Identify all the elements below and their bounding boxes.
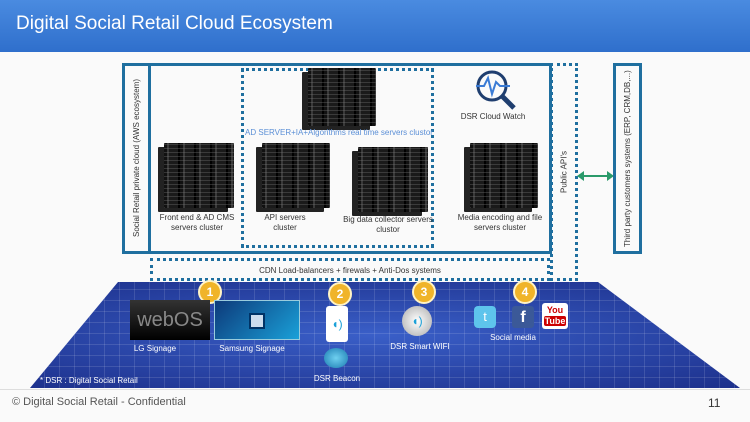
bidirectional-arrow-icon [577,171,614,181]
twitter-icon: t [474,306,496,328]
badge-3: 3 [412,280,436,304]
page-number: 11 [708,396,721,410]
badge-2: 2 [328,282,352,306]
cdn-box: CDN Load-balancers + firewals + Anti-Dos… [150,258,550,281]
slide-title: Digital Social Retail Cloud Ecosystem [16,13,333,34]
beacon-icon [324,348,348,368]
smart-wifi-icon: ◖) [402,306,432,336]
world-map-grid [30,282,740,388]
cloud-watch-icon [476,70,516,110]
api-label: API servers cluster [264,213,306,232]
samsung-signage-label: Samsung Signage [219,344,285,353]
big-data-rack [358,147,428,212]
badge-4: 4 [513,280,537,304]
footer-confidential: © Digital Social Retail - Confidential [12,396,186,408]
smart-wifi-label: DSR Smart WIFI [390,342,450,351]
cdn-label: CDN Load-balancers + firewals + Anti-Dos… [259,266,441,275]
public-apis-box: Public API's [550,63,578,281]
front-end-label: Front end & AD CMS servers cluster [159,213,235,232]
beacon-phone-icon: ◖) [326,306,348,342]
social-media-label: Social media [490,333,536,342]
ad-server-rack [308,68,376,126]
dsr-footnote: * DSR : Digital Social Retail [40,376,138,385]
media-label: Media encoding and file servers cluster [457,213,543,232]
beacon-label: DSR Beacon [313,374,361,383]
private-cloud-label: Social Retail private cloud (AWS ecosyst… [132,79,141,238]
media-rack [470,143,538,208]
ad-server-label: AD SERVER+IA+Algorithms real time server… [245,128,433,137]
lg-signage-label: LG Signage [133,344,177,353]
third-party-label: Third party customers systems (ERP, CRM,… [623,70,632,247]
api-rack [262,143,330,208]
facebook-icon: f [512,306,534,328]
third-party-box: Third party customers systems (ERP, CRM,… [613,63,642,254]
lg-webos-screen: webOS [130,300,210,340]
private-cloud-box: Social Retail private cloud (AWS ecosyst… [122,63,151,254]
samsung-signage-screen [214,300,300,340]
public-apis-label: Public API's [559,151,569,193]
slide-title-bar: Digital Social Retail Cloud Ecosystem [0,0,750,52]
footer-divider [0,389,750,390]
big-data-label: Big data collector servers clustor [343,215,433,234]
cloud-watch-label: DSR Cloud Watch [460,112,526,121]
front-end-rack [164,143,234,208]
